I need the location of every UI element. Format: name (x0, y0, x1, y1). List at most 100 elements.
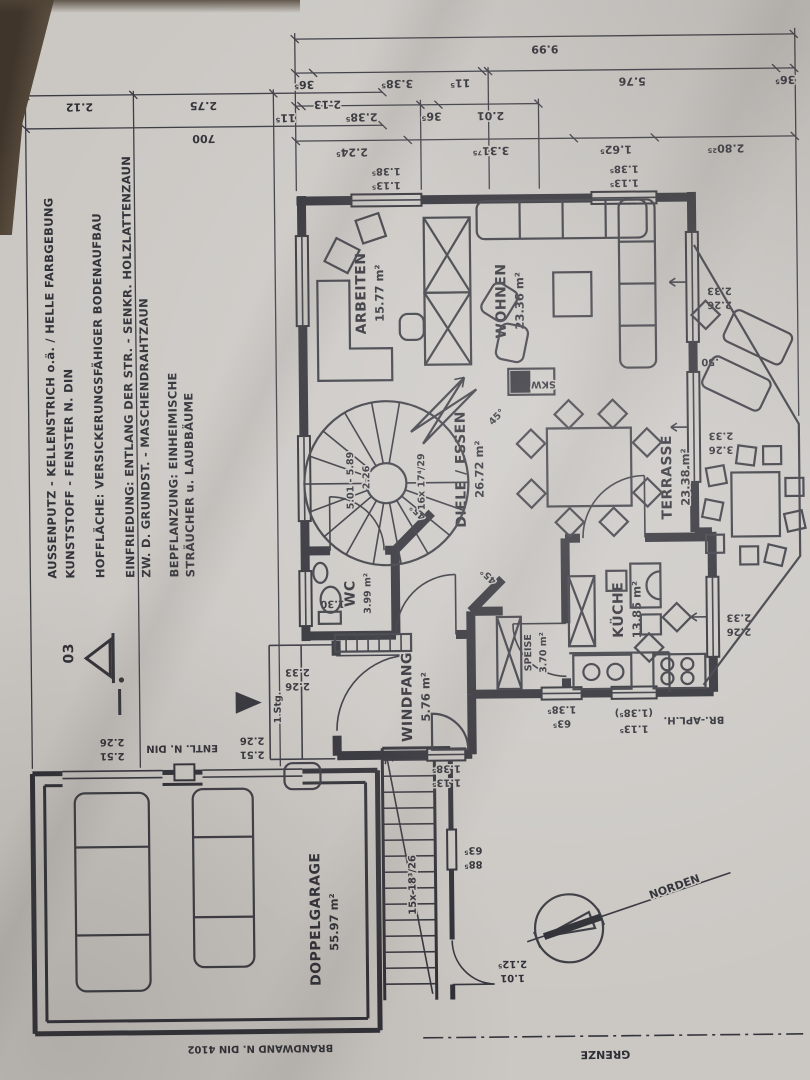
wardrobe (430, 712, 470, 751)
desk (316, 279, 394, 383)
door-dim: 2.12⁵ (498, 958, 527, 969)
outdoor-stair: 15x 18³/26 88⁵ 63⁵ 1.01 2.12⁵ (380, 746, 529, 1001)
garage: DOPPELGARAGE 55.97 m² 2.51 2.26 2.51 2.2… (29, 733, 383, 1056)
chain-seg: 2.38⁵ (345, 110, 377, 123)
chain-total-garage: 700 (192, 132, 215, 145)
brandwand-label: BRANDWAND N. DIN 4102 (187, 1042, 333, 1055)
entrance-area: 1 Stg. 2.26 2.33 (235, 643, 336, 761)
angle-label: 45° (487, 407, 507, 428)
chain-seg: 5.76 (618, 74, 646, 87)
chain-seg: 2.01 (477, 109, 504, 122)
svg-text:1.13⁵: 1.13⁵ (372, 179, 401, 190)
svg-text:63⁵: 63⁵ (553, 717, 571, 728)
dimension-chains: 9.99 36⁵ 3.38⁵ 11⁵ 5.76 36⁵ 11⁵ 2.38⁵ 36… (20, 27, 800, 769)
pantry-shelf (495, 615, 523, 691)
coffee-table (552, 270, 593, 318)
norden-label: NORDEN (647, 872, 701, 902)
chain-seg: 2.13 (314, 98, 341, 111)
window-dimension-labels: 1.13⁵ 1.38⁵ 1.13⁵ 1.38⁵ 1.13⁵ 1.38⁵ 63⁵ … (319, 161, 753, 789)
room-terrasse-name: TERRASSE (659, 435, 676, 520)
chain-seg: 2.24⁵ (336, 145, 368, 158)
entrance-arrow-icon (235, 691, 262, 714)
svg-text:2.33: 2.33 (708, 430, 733, 441)
garage-doors (62, 768, 303, 780)
shelf-wall (422, 216, 473, 366)
terrace (633, 244, 807, 686)
svg-text:(1.38⁵): (1.38⁵) (615, 706, 653, 717)
room-diele-area: 26.72 m² (472, 440, 487, 498)
door-dim: 2.26 (285, 680, 310, 691)
skw-label: SKW (530, 378, 555, 389)
note-line: EINFRIEDUNG: ENTLANG DER STR. - SENKR. H… (119, 156, 137, 578)
notes-block: AUSSENPUTZ - KELLENSTRICH o.ä. / HELLE F… (40, 154, 199, 580)
room-speise-name: SPEISE (523, 634, 534, 671)
terrace-table (730, 470, 782, 538)
window-dim: 88⁵ (464, 858, 482, 869)
room-windfang-area: 5.76 m² (418, 672, 433, 722)
svg-text:1.38⁵: 1.38⁵ (432, 762, 461, 773)
note-line: ZW. D. GRUNDST. - MASCHENDRAHTZAUN (136, 298, 153, 578)
room-windfang-name: WINDFANG (399, 652, 416, 742)
room-wohnen-area: 23.36 m² (512, 272, 527, 330)
garage-door-dim: 2.26 (240, 734, 265, 745)
chain-seg: 36⁵ (294, 78, 314, 91)
step-label: 1 Stg. (273, 692, 284, 724)
side-door (451, 940, 495, 986)
svg-text:1.13⁵: 1.13⁵ (432, 776, 461, 787)
wc-fixtures (312, 561, 342, 626)
note-line: KUNSTSTOFF - FENSTER N. DIN (61, 369, 77, 579)
chain-seg: 3.38⁵ (381, 77, 413, 90)
svg-text:1.38⁵: 1.38⁵ (547, 703, 576, 714)
dining-set (515, 398, 664, 538)
window (446, 828, 458, 871)
garage-door-dim: 2.26 (100, 736, 125, 747)
property-boundary: GRENZE (423, 1033, 804, 1063)
room-terrasse-area: 23.38 m² (678, 448, 693, 506)
outdoor-stair-label: 15x 18³/26 (407, 855, 419, 915)
chain-seg: 11⁵ (275, 111, 295, 124)
garage-vent-label: ENTL. N. DIN (146, 742, 218, 754)
chain-total: 9.99 (531, 42, 558, 55)
room-wc-name: WC (342, 580, 358, 607)
lounger (701, 355, 772, 412)
svg-text:1.38⁵: 1.38⁵ (610, 163, 639, 174)
svg-text:3.26: 3.26 (709, 444, 734, 455)
lounger (722, 309, 794, 366)
garage-vent-box (173, 763, 196, 782)
grenze-label: GRENZE (580, 1048, 630, 1062)
svg-text:1.13⁵: 1.13⁵ (619, 722, 648, 733)
svg-text:1.13⁵: 1.13⁵ (610, 177, 639, 188)
br-aplh-label: BR.-APL.H. (663, 714, 724, 726)
chain-seg: 11⁵ (450, 76, 470, 89)
room-garage-area: 55.97 m² (327, 893, 342, 951)
room-arbeiten-area: 15.77 m² (372, 264, 387, 322)
level-label: 5.01 - 5.89 (345, 452, 357, 510)
spiral-stair: 5.01 - 5.89 2.26 16x 17⁴/29 (303, 376, 478, 567)
chain-seg: 2.80²⁵ (707, 141, 744, 154)
note-line: HOFFLÄCHE: VERSICKERUNGSFÄHIGER BODENAUF… (89, 213, 108, 578)
windows (294, 190, 721, 762)
legend-code: 03 (61, 643, 77, 664)
sofa (475, 198, 658, 369)
legend-dot-icon (118, 677, 125, 683)
car-symbol (73, 791, 152, 993)
legend-triangle-icon (83, 637, 112, 680)
door-dim: 2.33 (285, 666, 310, 677)
note-line: BEPFLANZUNG: EINHEIMISCHE (165, 372, 181, 577)
svg-text:1.38⁵: 1.38⁵ (372, 165, 401, 176)
note-line: STRÄUCHER u. LAUBBÄUME (180, 392, 197, 577)
room-wc-area: 3.99 m² (362, 573, 373, 614)
svg-text:2.33: 2.33 (726, 611, 751, 622)
furniture: SKW (312, 198, 707, 751)
chain-seg: 2.75 (190, 99, 217, 112)
room-labels: ARBEITEN 15.77 m² WOHNEN 23.36 m² DIELE … (341, 251, 694, 744)
armchair (480, 281, 519, 323)
bin-nook (283, 761, 322, 791)
kitchen-fixtures (567, 562, 707, 693)
legend-symbols: 03 (60, 633, 125, 716)
note-line: AUSSENPUTZ - KELLENSTRICH o.ä. / HELLE F… (41, 197, 59, 578)
radiator (333, 632, 413, 653)
room-arbeiten-name: ARBEITEN (353, 252, 370, 334)
